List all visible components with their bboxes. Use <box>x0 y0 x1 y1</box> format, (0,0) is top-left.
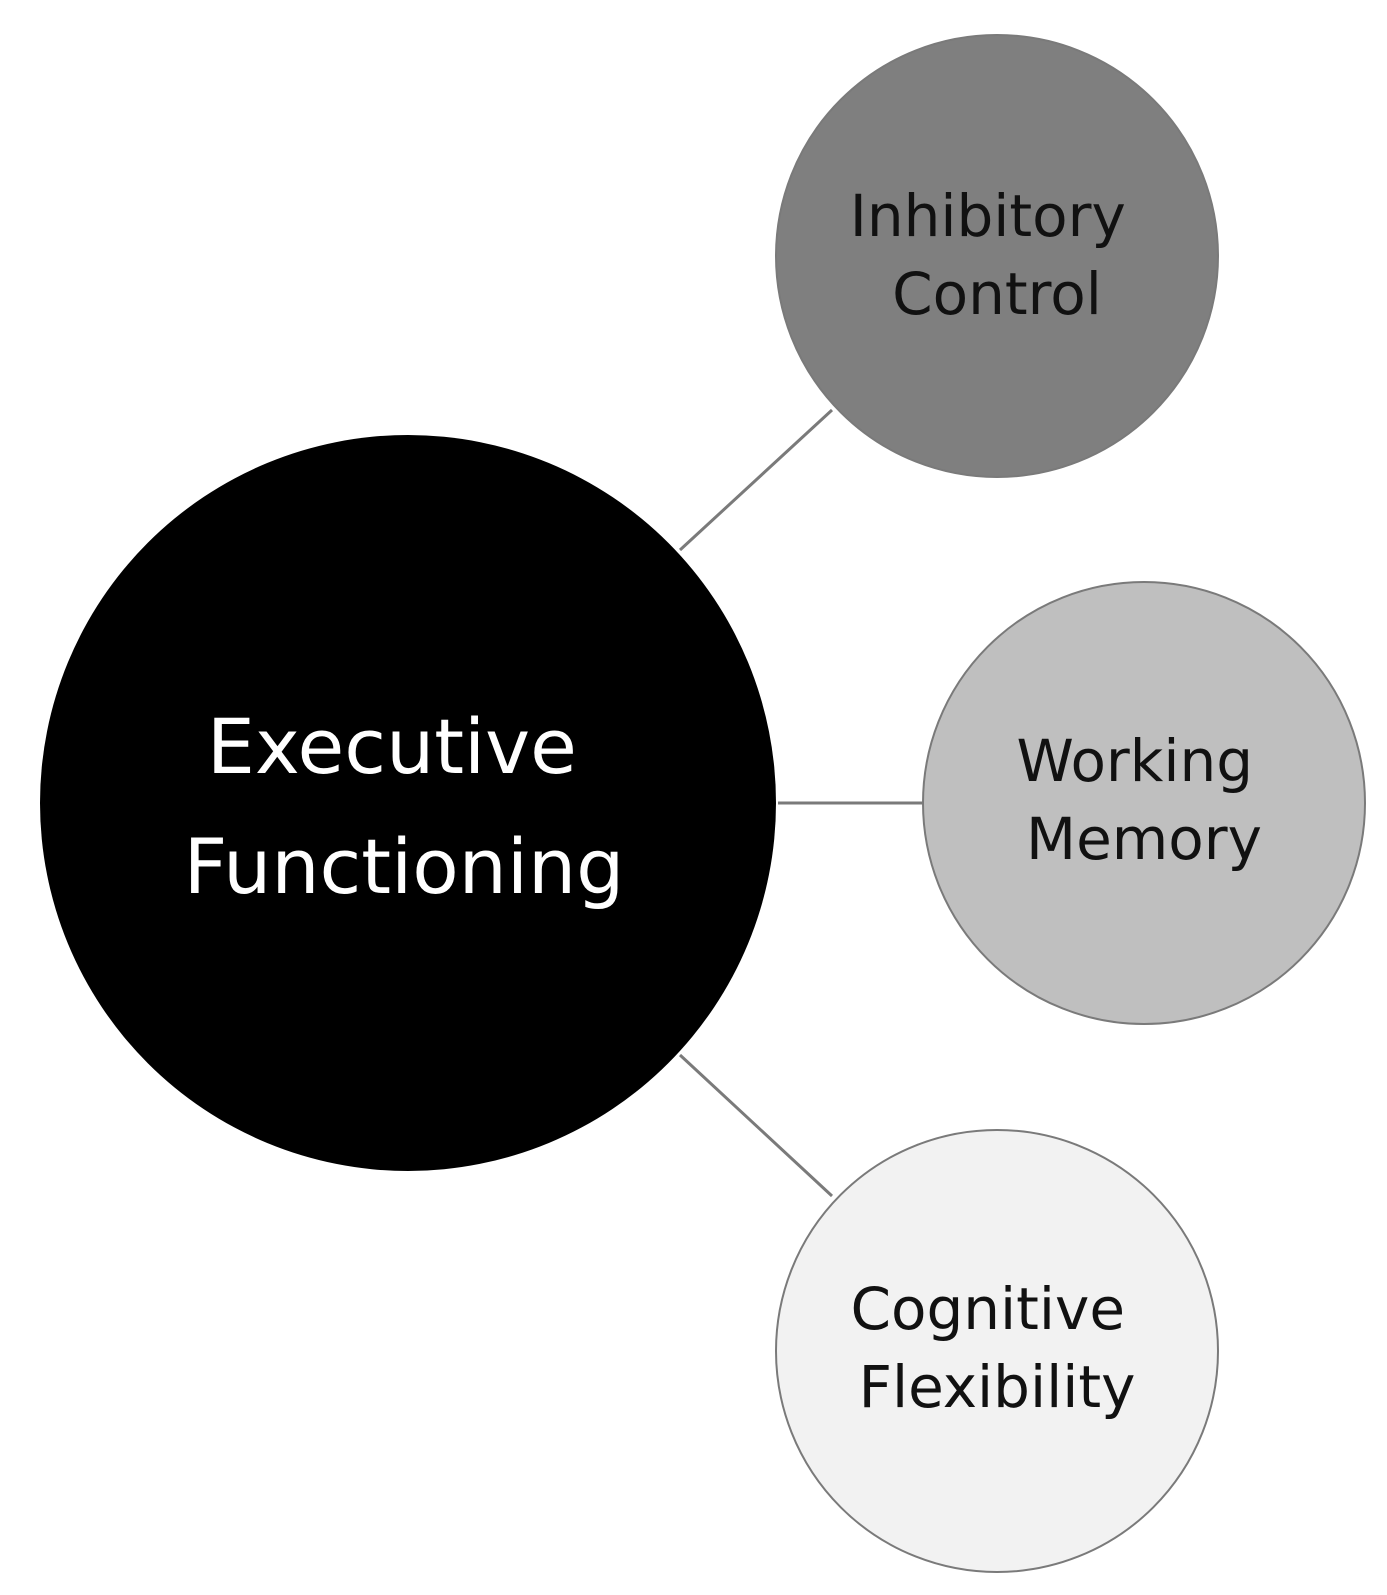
child-node-label-inhibitory-control-line-2: Control <box>892 260 1102 328</box>
child-node-label-cognitive-flexibility-line-2: Flexibility <box>859 1353 1136 1421</box>
child-node-circle-working-memory <box>922 581 1366 1025</box>
child-node-circle-inhibitory-control <box>775 34 1219 478</box>
child-node-label-working-memory-line-2: Memory <box>1026 805 1262 873</box>
child-node-label-cognitive-flexibility-line-1: Cognitive <box>851 1275 1126 1343</box>
child-node-label-inhibitory-control-line-1: Inhibitory <box>850 182 1126 250</box>
center-node-label-line-1: Executive <box>207 702 577 791</box>
child-node-label-working-memory-line-1: Working <box>1017 727 1254 795</box>
connector-inhibitory-control <box>678 408 834 552</box>
child-node-label-inhibitory-control: Inhibitory Control <box>850 182 1145 328</box>
center-node: Executive Functioning <box>40 435 776 1171</box>
child-node-label-working-memory: Working Memory <box>1017 727 1272 873</box>
child-node-working-memory: Working Memory <box>922 581 1366 1025</box>
center-node-circle <box>40 435 776 1171</box>
child-node-label-cognitive-flexibility: Cognitive Flexibility <box>851 1275 1144 1421</box>
center-node-label: Executive Functioning <box>184 702 625 911</box>
child-node-circle-cognitive-flexibility <box>775 1129 1219 1573</box>
center-node-label-line-2: Functioning <box>184 822 625 911</box>
child-node-cognitive-flexibility: Cognitive Flexibility <box>775 1129 1219 1573</box>
connector-cognitive-flexibility <box>678 1053 834 1198</box>
child-node-inhibitory-control: Inhibitory Control <box>775 34 1219 478</box>
